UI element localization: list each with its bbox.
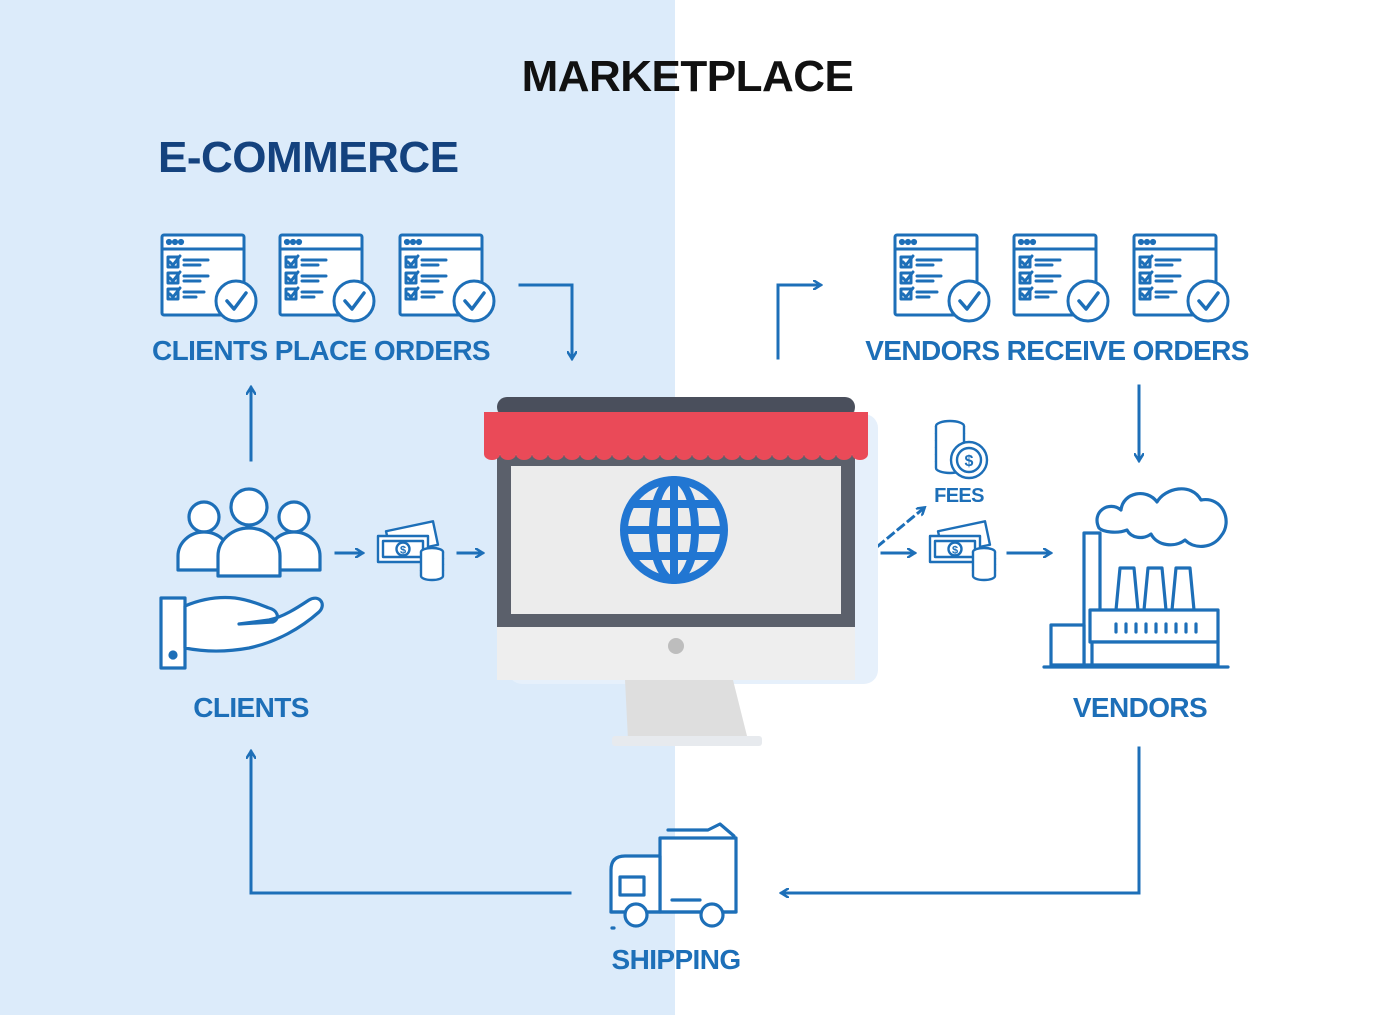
shipping-to-clients-arrow	[251, 752, 572, 895]
fees-arrow	[875, 508, 924, 549]
clients-label: CLIENTS	[193, 692, 309, 723]
cash-and-coins-icon	[376, 520, 445, 582]
vendors-label: VENDORS	[1072, 692, 1208, 723]
ecommerce-title: E-COMMERCE	[158, 133, 459, 182]
storefront-monitor-globe-icon	[484, 397, 878, 746]
vendors-orders-icons	[893, 233, 1230, 323]
orders-to-marketplace-arrow	[518, 283, 572, 358]
vendors-receive-orders-label: VENDORS RECEIVE ORDERS	[865, 335, 1249, 366]
vendors-to-shipping-arrow	[782, 746, 1141, 893]
order-checklist-icon	[278, 233, 376, 323]
shipping-label: SHIPPING	[611, 944, 741, 975]
order-checklist-icon	[893, 233, 991, 323]
marketplace-to-vendor-orders-arrow	[776, 285, 820, 360]
factory-icon	[1042, 487, 1230, 669]
order-checklist-icon	[398, 233, 496, 323]
cash-and-coins-icon	[928, 520, 997, 582]
svg-text:$: $	[965, 453, 974, 470]
order-checklist-icon	[1132, 233, 1230, 323]
delivery-truck-icon	[609, 822, 738, 930]
clients-place-orders-label: CLIENTS PLACE ORDERS	[151, 335, 491, 366]
clients-orders-icons	[160, 233, 496, 323]
people-on-hand-icon	[159, 487, 324, 670]
marketplace-title: MARKETPLACE	[521, 52, 854, 101]
order-checklist-icon	[160, 233, 258, 323]
order-checklist-icon	[1012, 233, 1110, 323]
fees-label: FEES	[934, 485, 984, 507]
coin-stack-dollar-icon: $	[934, 419, 989, 480]
